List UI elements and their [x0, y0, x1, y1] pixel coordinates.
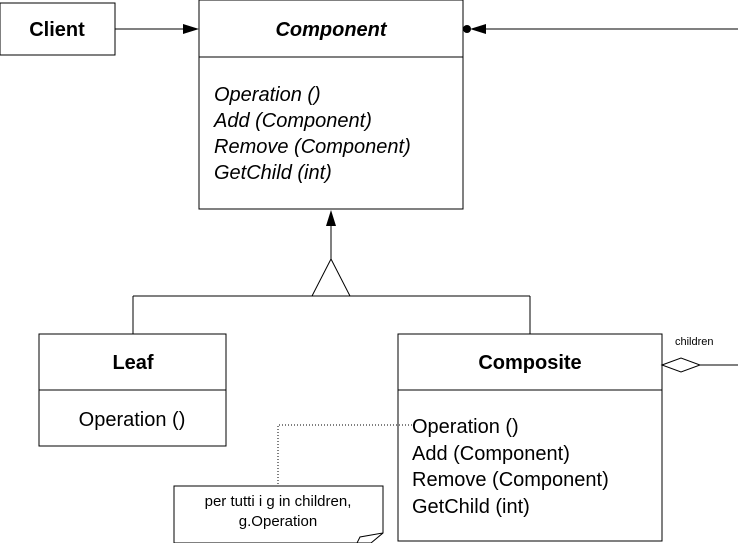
client-name: Client	[29, 19, 85, 41]
leaf-op-operation: Operation ()	[79, 409, 186, 431]
component-class: Component Operation () Add (Component) R…	[198, 0, 464, 210]
note-line-2: g.Operation	[239, 513, 317, 530]
composite-box	[397, 333, 663, 542]
composite-name: Composite	[478, 352, 581, 374]
inheritance-connector	[132, 210, 531, 334]
leaf-name: Leaf	[112, 352, 153, 374]
component-op-remove: Remove (Component)	[214, 136, 411, 158]
component-op-getchild: GetChild (int)	[214, 162, 332, 184]
note-connector	[277, 424, 412, 486]
component-name: Component	[275, 19, 387, 41]
composite-class: Composite Operation () Add (Component) R…	[397, 333, 663, 542]
note: per tutti i g in children, g.Operation	[173, 485, 384, 543]
composite-op-operation: Operation ()	[412, 416, 519, 438]
client-class: Client	[0, 2, 116, 56]
aggregation-diamond-icon	[660, 357, 702, 373]
leaf-class: Leaf Operation ()	[38, 333, 227, 447]
composite-op-remove: Remove (Component)	[412, 469, 609, 491]
note-fold-icon	[356, 532, 384, 543]
client-box	[0, 2, 116, 56]
children-aggregation: children	[463, 24, 738, 373]
children-label: children	[675, 336, 714, 348]
inheritance-triangle-icon	[311, 257, 351, 297]
client-to-component-arrow	[115, 24, 199, 34]
multiplicity-dot-icon	[463, 25, 471, 33]
composite-op-add: Add (Component)	[412, 443, 570, 465]
component-op-add: Add (Component)	[213, 110, 372, 132]
component-op-operation: Operation ()	[214, 84, 321, 106]
component-box	[198, 0, 464, 210]
note-box	[173, 485, 384, 543]
note-line-1: per tutti i g in children,	[205, 493, 352, 510]
composite-op-getchild: GetChild (int)	[412, 496, 530, 518]
